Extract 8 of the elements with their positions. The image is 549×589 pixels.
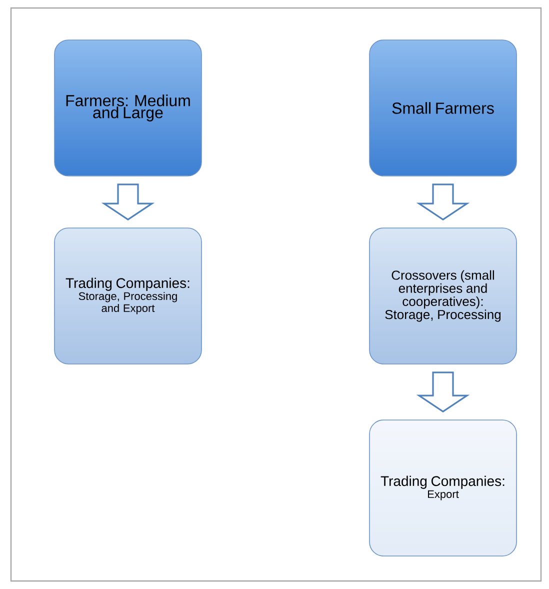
process-box: Small Farmers: [369, 40, 517, 176]
process-box: Farmers: Medium and Large: [54, 40, 202, 176]
block-arrow: [416, 184, 470, 221]
process-box: Trading Companies: Export: [369, 420, 517, 556]
process-box: Crossovers (small enterprises and cooperatives): Storage, Processing: [369, 228, 517, 364]
process-box: Trading Companies: Storage, Processing and Export: [54, 228, 202, 364]
block-arrow: [416, 372, 470, 413]
block-arrow: [101, 184, 155, 221]
